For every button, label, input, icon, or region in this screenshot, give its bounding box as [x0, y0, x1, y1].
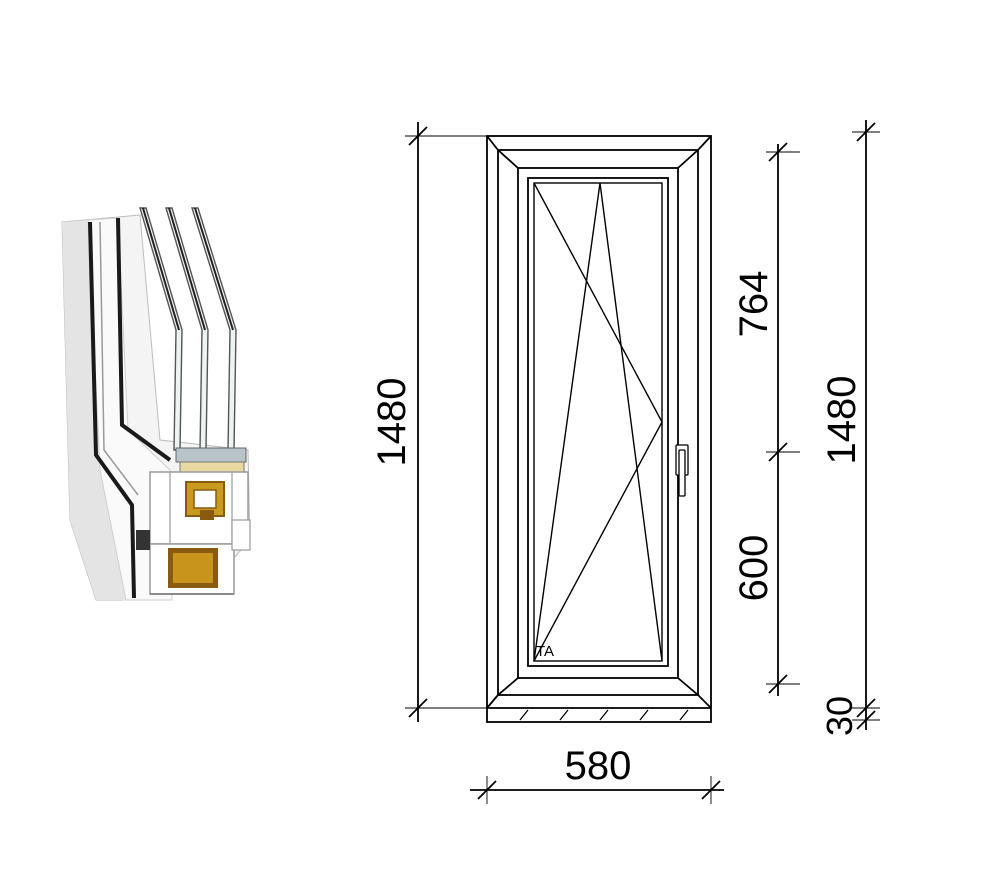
dimension-upper-section: 764 — [732, 271, 776, 338]
lower-reinforcement — [168, 548, 218, 588]
frame-rebate — [497, 149, 699, 696]
dimension-width: 580 — [565, 744, 632, 788]
tilt-symbol — [533, 182, 663, 662]
dimension-total-height-right: 1480 — [820, 376, 864, 465]
sash-frame — [517, 167, 679, 679]
window-handle-icon — [675, 444, 689, 497]
outer-frame — [486, 135, 712, 723]
turn-symbol — [533, 182, 663, 662]
dimension-sill: 30 — [819, 696, 860, 736]
sash-marker: TA — [536, 643, 554, 660]
upper-reinforcement — [185, 481, 225, 520]
glass-area — [533, 182, 663, 662]
window-elevation — [486, 135, 712, 723]
dimension-total-height-left: 1480 — [370, 378, 414, 467]
dimension-lines — [405, 120, 880, 804]
dimension-lower-section: 600 — [732, 535, 776, 602]
glazing-bead — [527, 177, 669, 667]
sill-hatching — [519, 709, 689, 721]
window-profile-cross-section-icon — [61, 207, 251, 601]
